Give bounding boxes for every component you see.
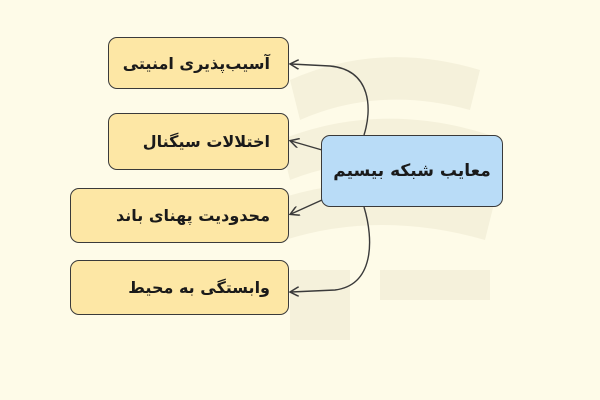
edge-root-to-3 xyxy=(291,199,323,214)
child-node-label: آسیب‌پذیری امنیتی xyxy=(122,53,270,73)
child-node-security-vulnerability[interactable]: آسیب‌پذیری امنیتی xyxy=(108,37,289,89)
child-node-bandwidth-limitation[interactable]: محدودیت پهنای باند xyxy=(70,188,289,243)
child-node-signal-interference[interactable]: اختلالات سیگنال xyxy=(108,113,289,170)
root-node[interactable]: معایب شبکه بیسیم xyxy=(321,135,503,207)
child-node-environment-dependency[interactable]: وابستگی به محیط xyxy=(70,260,289,315)
root-node-label: معایب شبکه بیسیم xyxy=(333,161,491,181)
edge-root-to-4 xyxy=(291,206,371,292)
edge-root-to-2 xyxy=(291,141,323,151)
child-node-label: محدودیت پهنای باند xyxy=(116,206,270,225)
child-node-label: اختلالات سیگنال xyxy=(142,132,270,151)
edge-root-to-1 xyxy=(291,64,369,136)
child-node-label: وابستگی به محیط xyxy=(128,278,270,297)
